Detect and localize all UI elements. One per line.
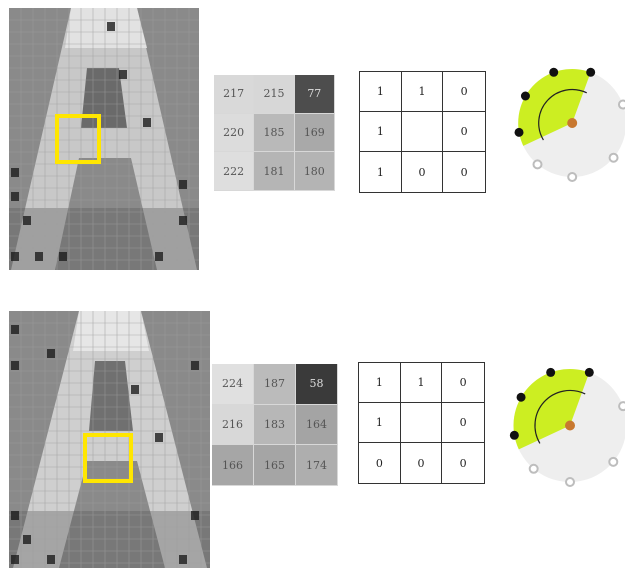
gray-cell: 222 (214, 152, 255, 191)
neighbor-point-off (528, 463, 539, 474)
binary-cell: 1 (360, 72, 402, 112)
neighbor-point-on (546, 367, 556, 377)
gray-cell: 217 (214, 75, 255, 114)
binary-cell: 1 (360, 112, 402, 152)
gray-cell: 224 (212, 364, 254, 405)
gray-cell: 77 (294, 75, 335, 114)
letter-image-2-svg (9, 311, 210, 568)
neighbor-point-off (565, 477, 575, 487)
lbp-circle-1-svg (514, 67, 625, 182)
lbp-circle-2-svg (509, 367, 625, 487)
lbp-arc (538, 88, 587, 141)
neighbor-point-on (516, 392, 526, 402)
binary-cell: 0 (443, 112, 485, 152)
gray-cell: 181 (254, 152, 295, 191)
binary-cell: 0 (402, 152, 444, 192)
binary-cell: 1 (359, 363, 401, 403)
gray-cell: 187 (254, 364, 296, 405)
binary-cell: 0 (442, 403, 484, 443)
gray-cell: 164 (296, 404, 338, 446)
neighbor-point-on (509, 430, 519, 440)
binary-cell (401, 112, 444, 152)
lbp-circle-2 (500, 358, 625, 493)
selection-box-1 (55, 114, 101, 164)
gray-cell: 185 (254, 113, 295, 153)
binary-cell (400, 403, 443, 443)
gray-cell: 174 (296, 445, 338, 486)
neighbor-point-on (514, 127, 524, 137)
gray-cell: 215 (254, 75, 295, 114)
gray-cell: 180 (294, 152, 335, 191)
neighbor-point-off (617, 99, 625, 110)
lbp-sector (518, 69, 591, 146)
gray-matrix-2: 224 187 58 216 183 164 166 165 174 (212, 364, 338, 486)
letter-image-1-svg (9, 8, 199, 270)
lbp-center-point (567, 118, 578, 128)
neighbor-point-on (520, 91, 530, 101)
neighbor-point-on (586, 67, 596, 77)
neighbor-point-off (608, 456, 619, 467)
gray-cell: 58 (296, 364, 338, 405)
neighbor-point-off (608, 152, 619, 163)
neighbor-point-off (567, 172, 578, 182)
gray-cell: 166 (212, 445, 254, 486)
letter-image-1 (9, 8, 199, 270)
pixel-grid-1 (9, 8, 199, 270)
binary-cell: 0 (459, 456, 467, 470)
gray-cell: 183 (254, 404, 296, 446)
neighbor-point-on (549, 67, 559, 77)
binary-matrix-1: 1 1 0 1 0 1 0 0 (359, 71, 486, 193)
binary-cell: 0 (359, 443, 401, 483)
lbp-circle-1 (505, 58, 625, 188)
binary-cell: 1 (400, 363, 443, 403)
neighbor-point-on (584, 367, 594, 377)
letter-image-2 (9, 311, 210, 568)
binary-cell: 1 (401, 72, 444, 112)
gray-cell: 220 (214, 113, 255, 153)
neighbor-point-off (618, 401, 625, 412)
lbp-sector (513, 369, 590, 450)
selection-box-2 (83, 433, 133, 483)
binary-cell: 0 (401, 443, 443, 483)
gray-cell: 165 (254, 445, 296, 486)
binary-cell: 0 (460, 165, 468, 179)
binary-cell: 1 (359, 403, 401, 443)
binary-cell: 1 (360, 152, 402, 192)
lbp-arc (534, 389, 586, 444)
lbp-center-point (565, 420, 575, 431)
pixel-grid-2 (9, 311, 210, 568)
binary-cell: 0 (442, 363, 484, 403)
binary-cell: 0 (443, 72, 485, 112)
gray-matrix-1: 217 215 77 220 185 169 222 181 180 (214, 75, 335, 191)
binary-matrix-2: 1 1 0 1 0 0 0 0 (358, 362, 485, 484)
neighbor-point-off (532, 159, 543, 170)
gray-cell: 216 (212, 404, 254, 446)
gray-cell: 169 (294, 113, 335, 153)
